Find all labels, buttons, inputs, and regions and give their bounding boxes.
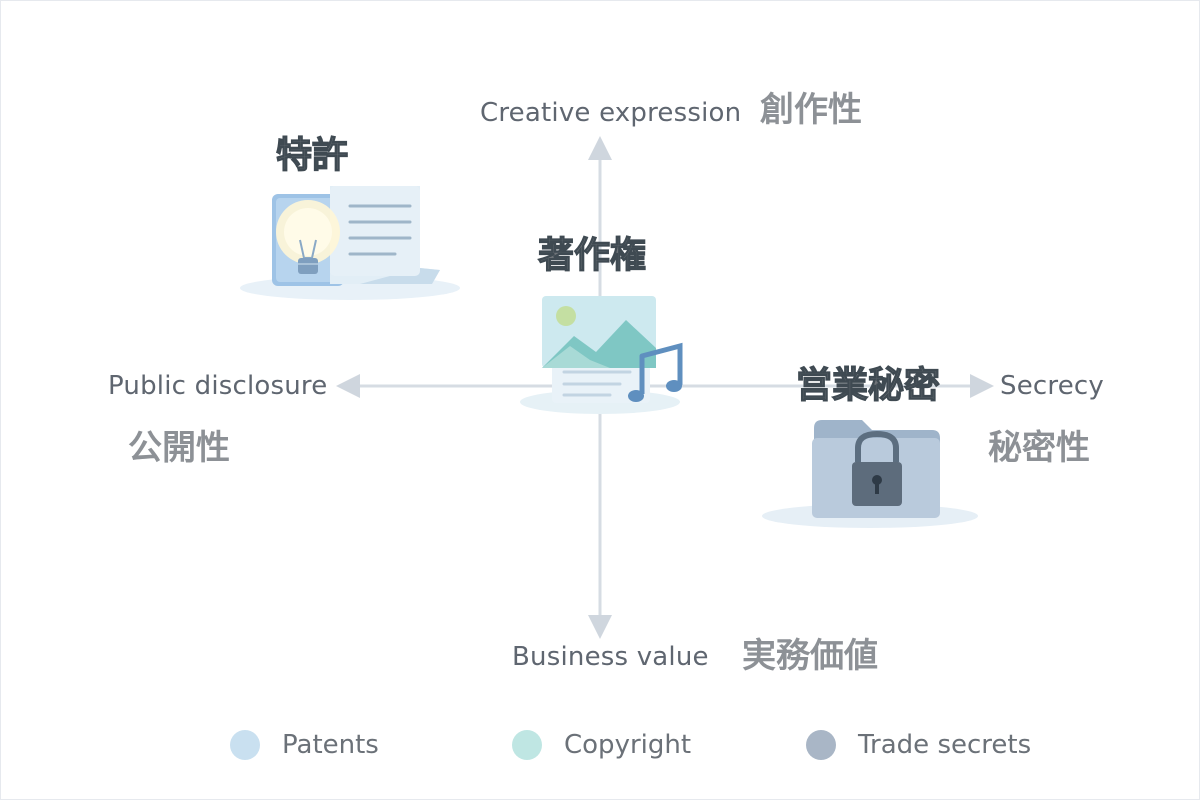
legend-item-copyright: Copyright (512, 730, 691, 760)
legend-swatch-trade-secrets (806, 730, 836, 760)
legend-label-copyright: Copyright (564, 730, 692, 760)
legend-swatch-patents (230, 730, 260, 760)
legend-item-trade-secrets: Trade secrets (806, 730, 1031, 760)
axis-label-bottom-jp: 実務価値 (742, 636, 878, 676)
legend-label-trade-secrets: Trade secrets (858, 730, 1032, 760)
axis-label-right-jp: 秘密性 (988, 428, 1090, 468)
legend-swatch-copyright (512, 730, 542, 760)
legend-label-patents: Patents (282, 730, 379, 760)
axis-label-left-jp: 公開性 (128, 428, 230, 468)
axis-label-left: Public disclosure (108, 371, 328, 401)
axis-label-top: Creative expression (480, 98, 742, 128)
patents-label: 特許 (275, 134, 349, 176)
copyright-label: 著作権 (537, 234, 647, 276)
axis-label-top-jp: 創作性 (760, 90, 862, 130)
legend-item-patents: Patents (230, 730, 379, 760)
axis-label-bottom: Business value (512, 642, 709, 672)
axis-label-right: Secrecy (1000, 371, 1104, 401)
trade-secrets-label: 営業秘密 (795, 364, 941, 406)
